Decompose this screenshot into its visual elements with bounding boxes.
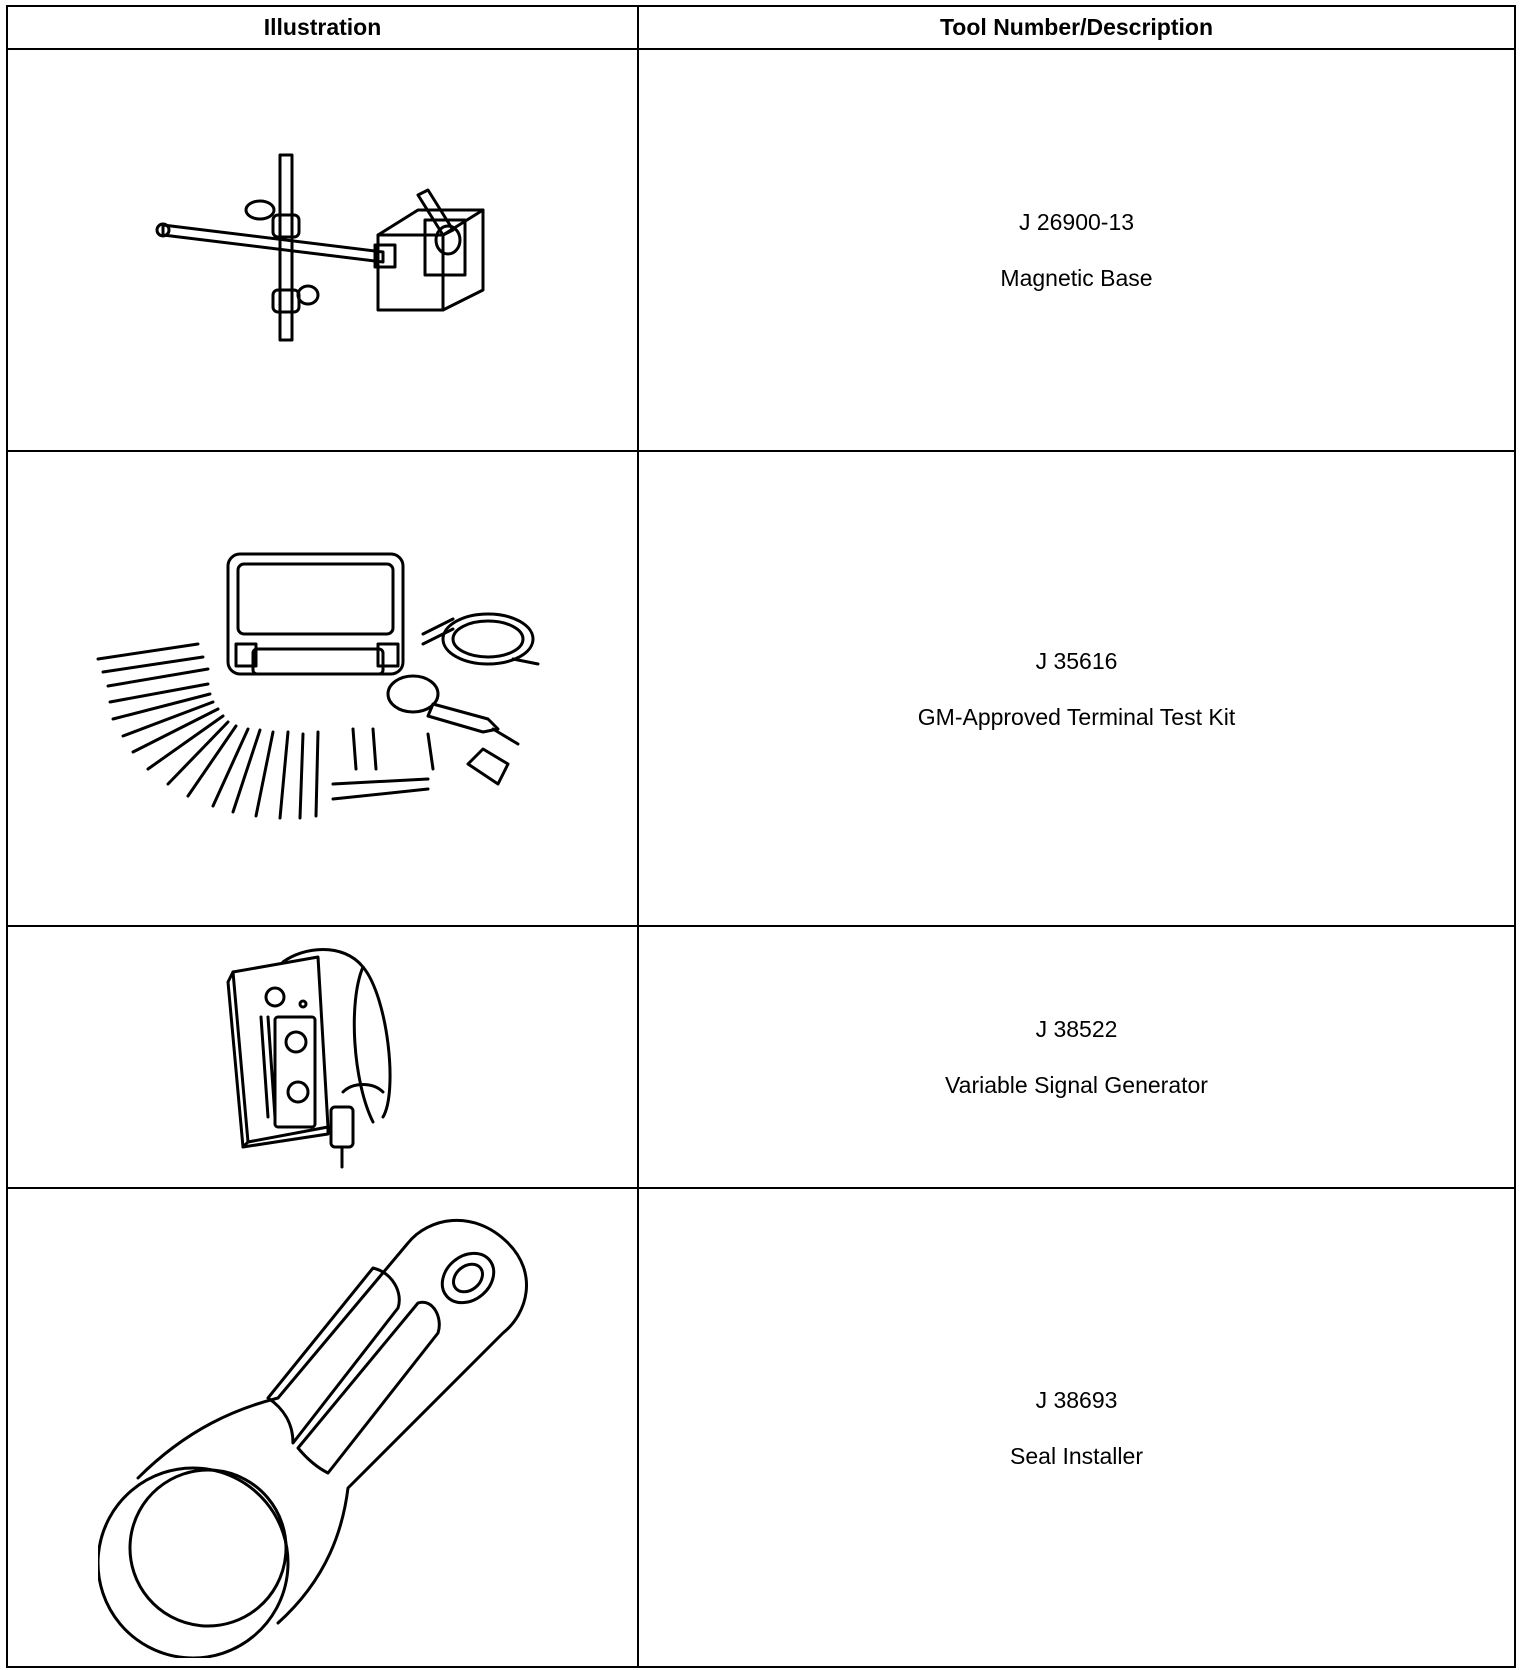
description-cell: J 38693 Seal Installer xyxy=(637,1187,1516,1668)
illustration-cell xyxy=(6,925,639,1189)
table-row: J 35616 GM-Approved Terminal Test Kit xyxy=(6,450,1516,927)
signal-generator-icon xyxy=(226,948,392,1169)
tool-description: GM-Approved Terminal Test Kit xyxy=(917,703,1236,730)
table-row: J 26900-13 Magnetic Base xyxy=(6,48,1516,452)
tool-table: Illustration Tool Number/Description xyxy=(6,5,1516,1668)
description-cell: J 35616 GM-Approved Terminal Test Kit xyxy=(637,450,1516,927)
tool-number: J 26900-13 xyxy=(1018,209,1135,235)
table-row: J 38693 Seal Installer xyxy=(6,1187,1516,1668)
tool-number: J 38693 xyxy=(1035,1386,1118,1413)
description-cell: J 26900-13 Magnetic Base xyxy=(637,48,1516,452)
illustration-cell xyxy=(6,48,639,452)
tool-description: Variable Signal Generator xyxy=(945,1072,1208,1098)
tool-description: Seal Installer xyxy=(1010,1442,1143,1469)
description-cell: J 38522 Variable Signal Generator xyxy=(637,925,1516,1189)
tool-header: Tool Number/Description xyxy=(637,5,1516,50)
illustration-header: Illustration xyxy=(6,5,639,50)
tool-number: J 38522 xyxy=(1035,1016,1118,1042)
terminal-test-kit-icon xyxy=(96,552,539,819)
tool-description: Magnetic Base xyxy=(1000,265,1153,291)
tool-number: J 35616 xyxy=(1035,647,1118,674)
magnetic-base-icon xyxy=(155,153,484,342)
header-row: Illustration Tool Number/Description xyxy=(6,5,1516,50)
illustration-cell xyxy=(6,1187,639,1668)
table-row: J 38522 Variable Signal Generator xyxy=(6,925,1516,1189)
seal-installer-icon xyxy=(97,1218,528,1658)
illustration-cell xyxy=(6,450,639,927)
